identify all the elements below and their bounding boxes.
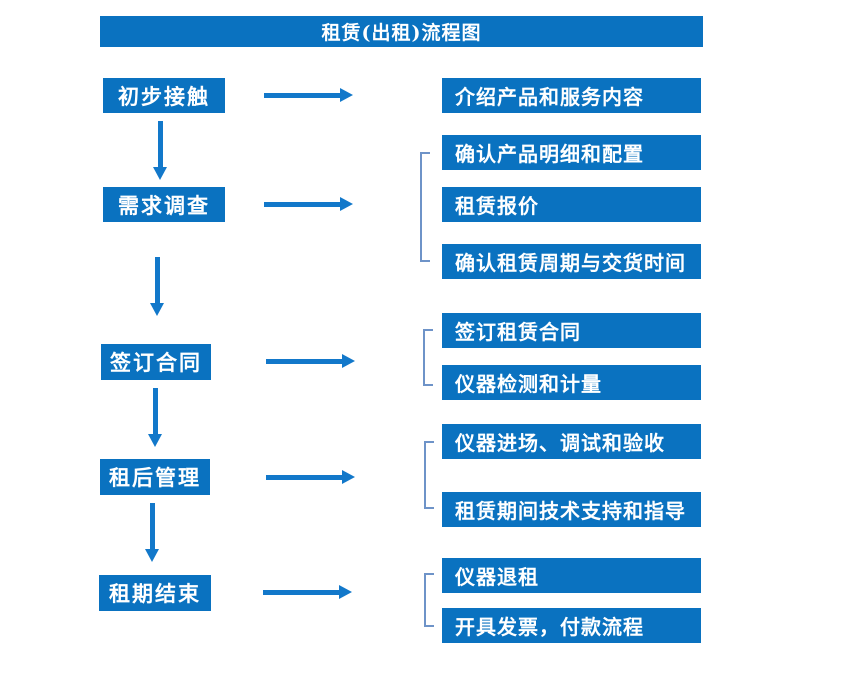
bracket-group-sign-contract — [423, 329, 433, 386]
item-instrument-return: 仪器退租 — [442, 558, 701, 593]
item-rental-quote: 租赁报价 — [442, 187, 701, 222]
bracket-group-post-rental — [424, 441, 434, 509]
item-sign-rental-contract: 签订租赁合同 — [442, 313, 701, 348]
arrow-down-4 — [145, 503, 159, 562]
item-confirm-product-details-config: 确认产品明细和配置 — [442, 135, 701, 170]
arrow-down-1 — [153, 121, 167, 180]
step-demand-survey: 需求调查 — [103, 187, 225, 222]
arrow-right-4 — [266, 470, 355, 484]
arrow-right-1 — [264, 88, 353, 102]
bracket-group-demand-survey — [420, 152, 430, 262]
bracket-group-rental-end — [424, 573, 434, 627]
arrow-down-2 — [150, 257, 164, 316]
step-post-rental-management: 租后管理 — [100, 459, 210, 495]
arrow-right-5 — [263, 585, 352, 599]
step-sign-contract: 签订合同 — [101, 344, 211, 380]
item-instrument-entry-debug-acceptance: 仪器进场、调试和验收 — [442, 424, 701, 459]
item-instrument-inspection-measurement: 仪器检测和计量 — [442, 365, 701, 400]
arrow-right-2 — [264, 197, 353, 211]
item-rental-period-tech-support: 租赁期间技术支持和指导 — [442, 492, 701, 527]
step-rental-end: 租期结束 — [99, 575, 211, 611]
step-initial-contact: 初步接触 — [103, 78, 225, 113]
item-introduce-products-services: 介绍产品和服务内容 — [442, 78, 701, 113]
item-confirm-rental-period-delivery: 确认租赁周期与交货时间 — [442, 244, 701, 279]
arrow-right-3 — [266, 354, 355, 368]
item-invoice-payment-process: 开具发票，付款流程 — [442, 608, 701, 643]
diagram-title: 租赁(出租)流程图 — [100, 16, 703, 47]
arrow-down-3 — [148, 388, 162, 447]
